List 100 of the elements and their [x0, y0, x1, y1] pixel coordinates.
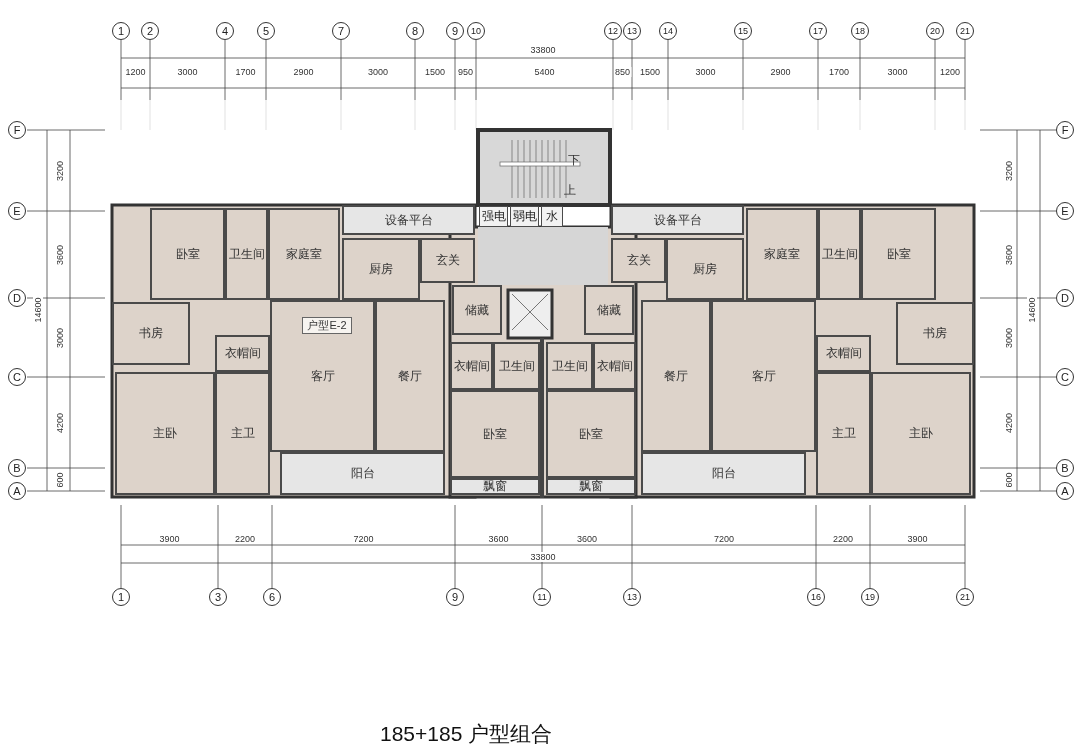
room-floor	[420, 238, 475, 283]
platform-area	[611, 205, 744, 235]
platform-area	[342, 205, 475, 235]
room-name: 衣帽间	[596, 357, 633, 375]
dimension-text: 2900	[292, 67, 315, 77]
axis-bubble: 21	[956, 588, 974, 606]
room-name: 飘窗	[483, 478, 507, 495]
room-floor	[268, 208, 340, 300]
dimension-text: 4200	[1004, 411, 1014, 434]
axis-bubble: 4	[216, 22, 234, 40]
axis-bubble: 12	[604, 22, 622, 40]
axis-bubble: 17	[809, 22, 827, 40]
axis-bubble: F	[1056, 121, 1074, 139]
axis-bubble: D	[1056, 289, 1074, 307]
room-name: 餐厅	[398, 367, 422, 385]
axis-bubble: 13	[623, 22, 641, 40]
axis-bubble: A	[8, 482, 26, 500]
room-floor	[215, 372, 270, 495]
axis-bubble: F	[8, 121, 26, 139]
axis-bubble: 11	[533, 588, 551, 606]
room-name: 玄关	[626, 252, 651, 269]
dimension-text: 2200	[234, 534, 256, 544]
room-name: 储藏	[465, 301, 489, 319]
room-name: 衣帽间	[224, 345, 261, 362]
platform-area	[450, 478, 540, 495]
room-name: 家庭室	[286, 245, 322, 263]
axis-bubble: 8	[406, 22, 424, 40]
room-name: 餐厅	[664, 367, 688, 385]
dimension-text: 1200	[124, 67, 147, 77]
dimension-text: 2900	[769, 67, 792, 77]
utility-closet: 水	[541, 206, 563, 227]
room-floor	[593, 342, 636, 390]
unit-type-tag: 户型E-2	[302, 317, 352, 334]
axis-bubble: 15	[734, 22, 752, 40]
dimension-text: 3600	[55, 243, 65, 266]
room-floor	[112, 302, 190, 365]
dimension-text: 7200	[713, 534, 735, 544]
room-name: 卫生间	[551, 357, 588, 375]
room-floor	[546, 342, 593, 390]
room-floor	[115, 372, 215, 495]
axis-bubble: E	[1056, 202, 1074, 220]
dimension-text: 3000	[367, 67, 389, 77]
room-name: 卧室	[483, 425, 507, 443]
room-floor	[871, 372, 971, 495]
room-floor	[711, 300, 816, 452]
axis-bubble: 1	[112, 22, 130, 40]
room-floor	[666, 238, 744, 300]
axis-bubble: C	[8, 368, 26, 386]
room-floor	[816, 372, 871, 495]
dimension-text: 5400	[533, 67, 556, 77]
room-name: 阳台	[350, 465, 375, 482]
room-name: 设备平台	[384, 211, 433, 229]
dimension-text: 3000	[886, 67, 909, 77]
utility-closet: 弱电	[510, 206, 539, 227]
dimension-text: 850	[614, 67, 631, 77]
room-name: 飘窗	[579, 478, 603, 495]
axis-bubble: 2	[141, 22, 159, 40]
dimension-text: 3600	[576, 534, 598, 544]
axis-bubble: 16	[807, 588, 825, 606]
axis-bubble: 9	[446, 22, 464, 40]
room-name: 衣帽间	[453, 357, 490, 375]
room-name: 阳台	[711, 465, 736, 482]
room-floor	[818, 208, 861, 300]
axis-bubble: 10	[467, 22, 485, 40]
room-name: 厨房	[369, 260, 393, 278]
axis-bubble: 3	[209, 588, 227, 606]
room-floor	[896, 302, 974, 365]
dimension-text: 33800	[529, 552, 557, 562]
room-floor	[450, 390, 540, 478]
room-name: 卫生间	[498, 357, 535, 375]
room-floor	[861, 208, 936, 300]
room-floor	[546, 390, 636, 478]
room-name: 主卫	[230, 425, 255, 442]
room-name: 书房	[139, 325, 163, 342]
room-name: 书房	[923, 325, 947, 342]
dimension-text: 3000	[694, 67, 717, 77]
axis-bubble: 13	[623, 588, 641, 606]
dimension-text: 1500	[424, 67, 446, 77]
dimension-text: 3000	[55, 326, 65, 349]
room-name: 衣帽间	[825, 345, 862, 362]
room-floor	[270, 300, 375, 452]
room-name: 储藏	[597, 301, 621, 319]
room-name: 厨房	[693, 260, 717, 278]
dimension-text: 3600	[487, 534, 510, 544]
dimension-text: 1200	[939, 67, 961, 77]
axis-bubble: 14	[659, 22, 677, 40]
room-name: 家庭室	[764, 245, 800, 263]
room-floor	[611, 238, 666, 283]
room-name: 卧室	[886, 245, 911, 263]
room-name: 卧室	[579, 425, 603, 443]
room-floor	[225, 208, 268, 300]
dimension-text: 950	[457, 67, 474, 77]
axis-bubble: A	[1056, 482, 1074, 500]
dimension-text: 4200	[55, 411, 65, 434]
axis-bubble: C	[1056, 368, 1074, 386]
axis-bubble: B	[8, 459, 26, 477]
dimension-text: 3200	[1004, 159, 1014, 182]
room-floor	[746, 208, 818, 300]
room-name: 设备平台	[653, 211, 702, 229]
platform-area	[280, 452, 445, 495]
